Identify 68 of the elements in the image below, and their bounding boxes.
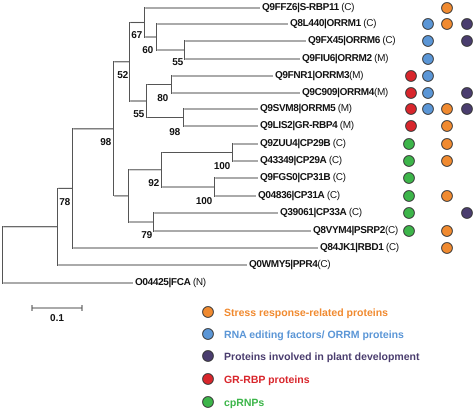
bootstrap-value: 67 [131, 30, 142, 40]
bootstrap-value: 55 [133, 108, 144, 120]
legend-label: Proteins involved in plant development [224, 351, 420, 363]
taxon-label: Q9LIS2|GR-RBP4 (M) [258, 120, 354, 132]
tree-branch [184, 125, 258, 127]
bootstrap-value: 52 [117, 70, 128, 80]
tree-branch [3, 226, 57, 228]
tree-branch [154, 230, 311, 232]
taxon-label: Q9C909|ORRM4(M) [300, 87, 388, 99]
taxon-label: Q43349|CP29A (C) [258, 155, 342, 167]
tree-branch [172, 92, 300, 94]
scale-label: 0.1 [50, 313, 64, 325]
tree-branch [130, 100, 146, 102]
taxon-label: Q8VYM4|PSRP2(C) [311, 225, 398, 237]
tree-branch [215, 195, 256, 197]
taxon-label: Q9ZUU4|CP29B (C) [258, 138, 346, 150]
tree-branch [147, 84, 171, 86]
taxon-label: Q9FGS0|CP31B (C) [258, 172, 346, 184]
legend-label: Stress response-related proteins [224, 307, 388, 319]
tree-branch [129, 221, 153, 223]
tree-branch [3, 282, 133, 284]
tree-branch [185, 40, 306, 42]
tree-branch [58, 264, 247, 266]
bootstrap-value: 100 [214, 160, 230, 172]
bootstrap-value: 79 [141, 230, 152, 240]
tree-branch [154, 212, 278, 214]
bootstrap-value: 92 [148, 178, 159, 188]
bootstrap-value: 100 [196, 196, 212, 206]
taxon-label: Q9FIU6|ORRM2 (M) [300, 53, 388, 65]
tree-branch [130, 22, 144, 24]
tree-branch [145, 36, 156, 38]
tree-branch [114, 195, 128, 196]
legend-label: GR-RBP proteins [224, 374, 310, 386]
tree-branch [157, 49, 184, 51]
bootstrap-value: 80 [157, 92, 168, 104]
tree-branch [157, 23, 288, 25]
tree-branch [145, 7, 260, 9]
bootstrap-value: 78 [59, 196, 70, 208]
bootstrap-value: 98 [100, 136, 111, 148]
tree-branch [162, 186, 214, 188]
taxon-label: O04425|FCA (N) [133, 277, 206, 289]
tree-branch [233, 143, 258, 145]
tree-branch [58, 188, 72, 189]
tree-branch [215, 177, 258, 179]
taxon-label: Q9FNR1|ORRM3(M) [273, 70, 364, 82]
taxon-label: Q8L440|ORRM1 (C) [288, 18, 376, 30]
tree-branch [147, 116, 183, 118]
taxon-label: Q9SVM8|ORRM5 (M) [258, 103, 352, 115]
taxon-label: Q9FX45|ORRM6 (C) [306, 35, 396, 47]
taxon-label: Q9FFZ6|S-RBP11 (C) [260, 2, 354, 14]
bootstrap-value: 60 [142, 44, 153, 56]
tree-branch [184, 108, 258, 110]
tree-branch [172, 75, 273, 77]
tree-branch [162, 152, 232, 154]
legend-label: cpRNPs [224, 397, 264, 409]
bootstrap-value: 55 [172, 56, 183, 68]
tree-branch [185, 58, 300, 60]
taxon-label: Q84JK1|RBD1 (C) [318, 242, 399, 254]
taxon-label: Q04836|CP31A (C) [256, 190, 340, 202]
tree-branch [73, 128, 113, 130]
legend-label: RNA editing factors/ ORRM proteins [224, 329, 404, 341]
tree-branch [129, 169, 161, 170]
tree-branch [233, 160, 258, 162]
tree-branch [114, 61, 129, 62]
tree-branch [73, 247, 318, 249]
taxon-label: Q39061|CP33A (C) [278, 207, 362, 219]
taxon-label: Q0WMY5|PPR4(C) [247, 259, 330, 271]
bootstrap-value: 98 [169, 126, 180, 138]
